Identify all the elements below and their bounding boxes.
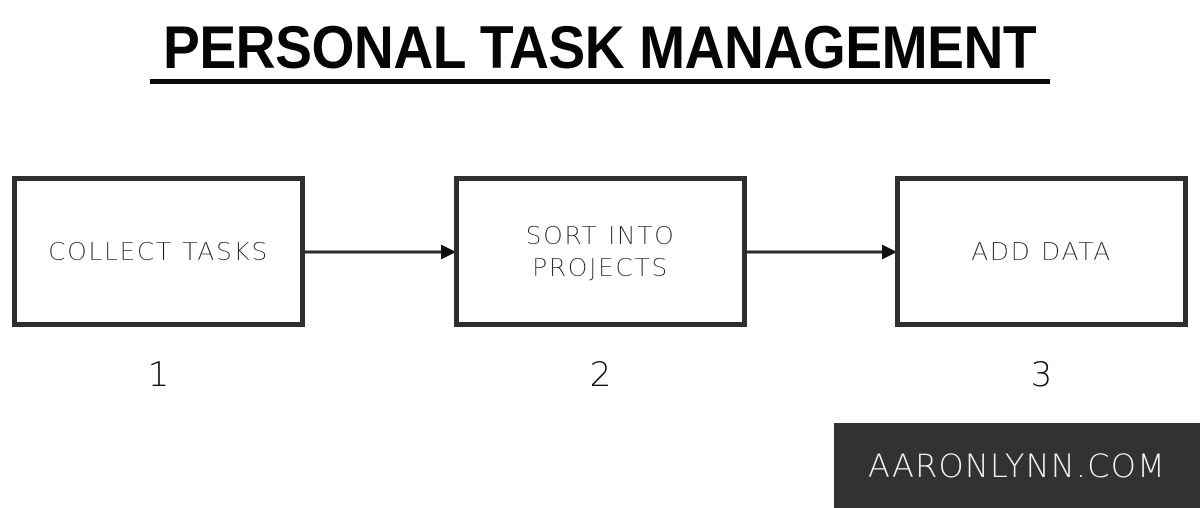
- process-box-3-label: ADD DATA: [971, 236, 1112, 266]
- page-title: PERSONAL TASK MANAGEMENT: [0, 16, 1200, 80]
- step-number-2: 2: [589, 355, 612, 395]
- process-box-3[interactable]: ADD DATA: [895, 176, 1188, 327]
- process-box-1-label: COLLECT TASKS: [48, 236, 269, 266]
- arrow-step1-to-step2: [305, 240, 456, 264]
- watermark-badge: AARONLYNN.COM: [834, 423, 1200, 508]
- process-box-1[interactable]: COLLECT TASKS: [12, 176, 305, 327]
- page-title-text: PERSONAL TASK MANAGEMENT: [163, 14, 1037, 81]
- watermark-text: AARONLYNN.COM: [868, 446, 1166, 485]
- step-number-3: 3: [1030, 355, 1053, 395]
- step-number-1: 1: [147, 355, 170, 395]
- arrow-step2-to-step3: [745, 240, 897, 264]
- process-box-2-label: SORT INTO PROJECTS: [525, 220, 676, 282]
- process-box-2[interactable]: SORT INTO PROJECTS: [454, 176, 747, 327]
- title-underline: [150, 79, 1050, 84]
